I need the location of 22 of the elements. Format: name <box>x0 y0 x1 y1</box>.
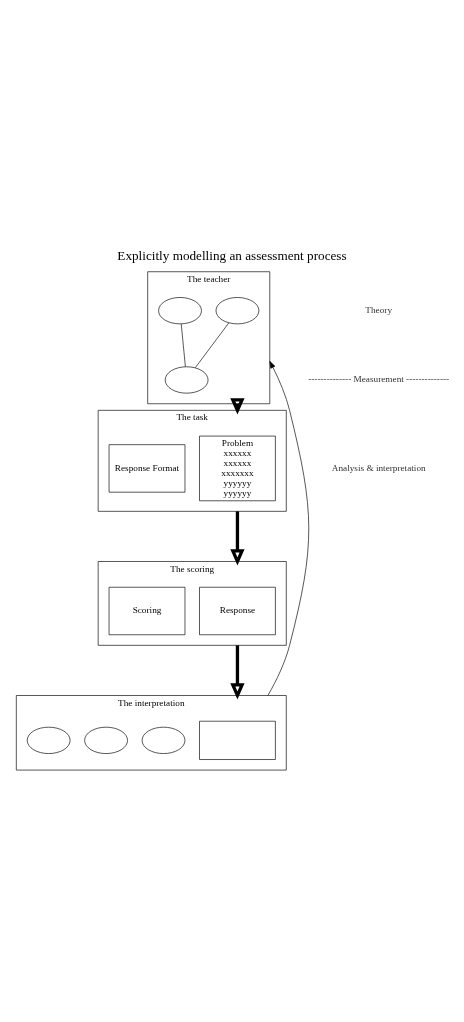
arrow <box>230 645 245 700</box>
connector <box>180 323 186 367</box>
node-ellipse <box>26 726 71 754</box>
node-box: Scoring <box>108 586 186 636</box>
node-ellipse <box>164 366 209 394</box>
cluster: The interpretation <box>16 695 287 771</box>
node-box: Problem xxxxxx xxxxxx xxxxxxx yyyyyy yyyyyy <box>199 435 276 502</box>
node-box: Response Format <box>108 444 186 493</box>
label: Analysis & interpretation <box>331 462 426 473</box>
arrow <box>230 398 245 415</box>
node-ellipse <box>141 726 186 754</box>
node-ellipse <box>158 297 202 325</box>
arrow <box>230 511 245 566</box>
diagram-title: Explicitly modelling an assessment process <box>117 247 347 263</box>
node-box: Response <box>199 586 276 636</box>
node-ellipse <box>215 297 260 325</box>
node-box <box>199 720 276 760</box>
label: Theory <box>365 305 393 316</box>
cluster: The teacher <box>147 271 271 405</box>
label: -------------- Measurement -------------- <box>308 374 450 385</box>
node-ellipse <box>84 726 128 754</box>
arrow <box>267 361 310 696</box>
